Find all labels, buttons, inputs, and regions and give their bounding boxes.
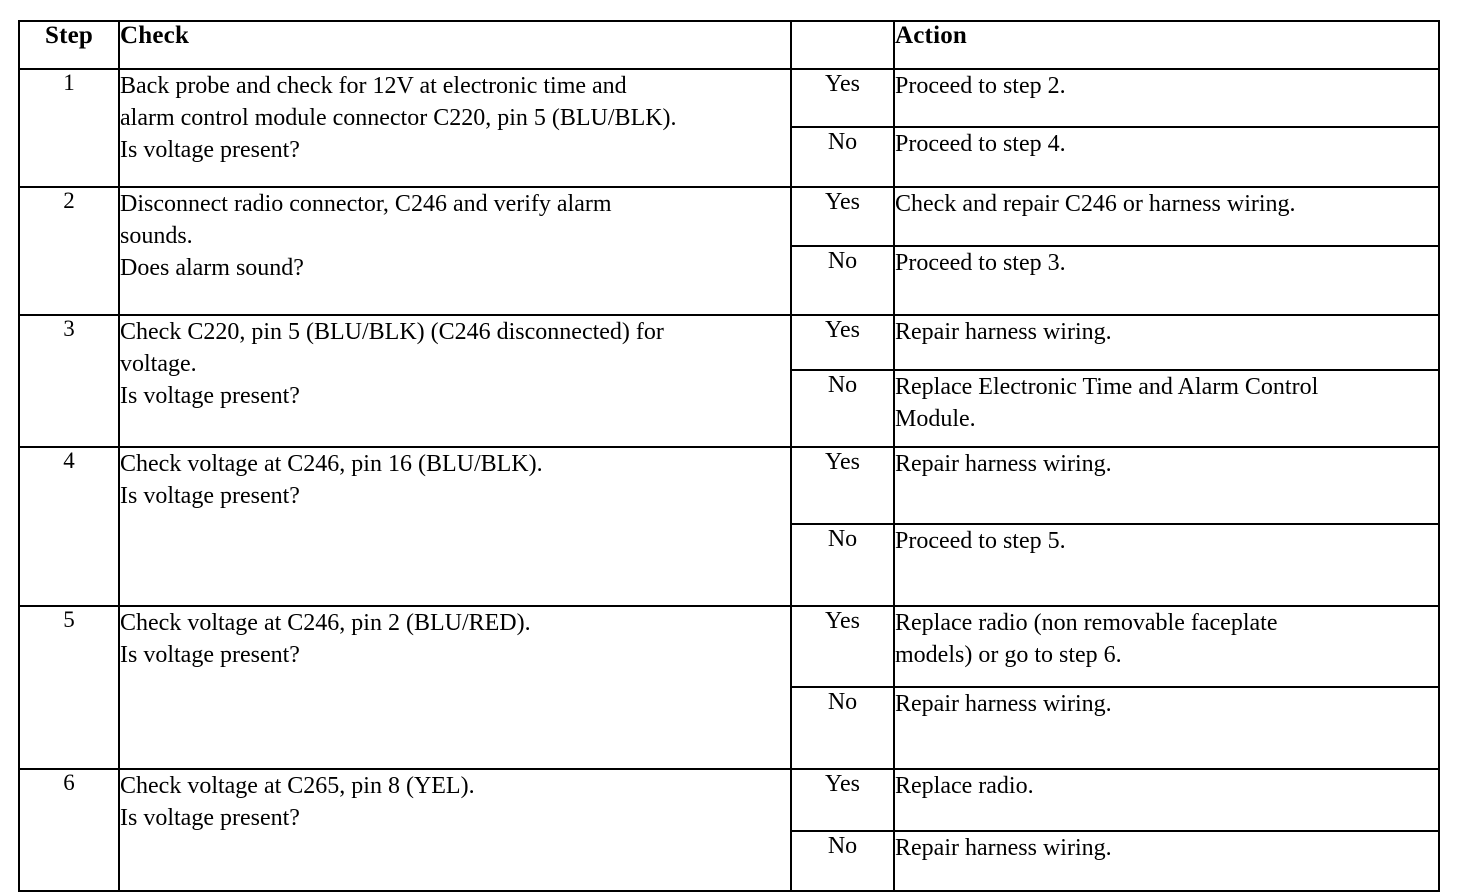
table-row: No Proceed to step 5. xyxy=(19,523,1440,607)
action-line: Module. xyxy=(895,406,976,432)
step-number: 3 xyxy=(18,314,120,448)
result-yes: Yes xyxy=(790,68,895,128)
check-line: voltage. xyxy=(120,351,197,377)
table-row: No Repair harness wiring. xyxy=(19,686,1440,770)
check-description: Check voltage at C265, pin 8 (YEL). Is v… xyxy=(118,768,792,892)
result-no: No xyxy=(790,523,895,607)
action-for-yes: Repair harness wiring. xyxy=(893,446,1440,525)
column-header-step: Step xyxy=(18,20,120,70)
check-description: Check C220, pin 5 (BLU/BLK) (C246 discon… xyxy=(118,314,792,448)
step-number: 2 xyxy=(18,186,120,316)
check-line: Is voltage present? xyxy=(120,805,300,831)
column-header-result xyxy=(790,20,895,70)
result-no: No xyxy=(790,369,895,448)
check-description: Disconnect radio connector, C246 and ver… xyxy=(118,186,792,316)
check-line: Is voltage present? xyxy=(120,137,300,163)
result-no: No xyxy=(790,830,895,892)
table-row: 2 Disconnect radio connector, C246 and v… xyxy=(18,186,1440,316)
step-number: 1 xyxy=(18,68,120,188)
action-for-yes: Replace radio (non removable faceplate m… xyxy=(893,605,1440,688)
table-row: No Replace Electronic Time and Alarm Con… xyxy=(19,369,1440,448)
check-line: Is voltage present? xyxy=(120,383,300,409)
action-for-yes: Repair harness wiring. xyxy=(893,314,1440,371)
column-header-action: Action xyxy=(893,20,1440,70)
action-for-yes: Check and repair C246 or harness wiring. xyxy=(893,186,1440,247)
action-for-no: Repair harness wiring. xyxy=(893,686,1440,770)
action-line: Proceed to step 3. xyxy=(895,250,1066,276)
check-line: Disconnect radio connector, C246 and ver… xyxy=(120,191,612,217)
step-number: 6 xyxy=(18,768,120,892)
action-line: Repair harness wiring. xyxy=(895,835,1112,861)
action-line: models) or go to step 6. xyxy=(895,642,1122,668)
result-no: No xyxy=(790,245,895,316)
step-number: 4 xyxy=(18,446,120,607)
action-line: Proceed to step 5. xyxy=(895,528,1066,554)
action-line: Repair harness wiring. xyxy=(895,319,1112,345)
result-yes: Yes xyxy=(790,446,895,525)
action-line: Proceed to step 4. xyxy=(895,131,1066,157)
table-header-row: Step Check Action xyxy=(18,20,1440,70)
action-for-no: Proceed to step 5. xyxy=(893,523,1440,607)
check-line: alarm control module connector C220, pin… xyxy=(120,105,677,131)
table-row: 6 Check voltage at C265, pin 8 (YEL). Is… xyxy=(18,768,1440,892)
action-line: Replace Electronic Time and Alarm Contro… xyxy=(895,374,1319,400)
action-for-yes: Replace radio. xyxy=(893,768,1440,832)
table-row: 5 Check voltage at C246, pin 2 (BLU/RED)… xyxy=(18,605,1440,770)
action-for-no: Replace Electronic Time and Alarm Contro… xyxy=(893,369,1440,448)
check-line: Is voltage present? xyxy=(120,642,300,668)
action-for-yes: Proceed to step 2. xyxy=(893,68,1440,128)
action-for-no: Repair harness wiring. xyxy=(893,830,1440,892)
table-row: 3 Check C220, pin 5 (BLU/BLK) (C246 disc… xyxy=(18,314,1440,448)
result-yes: Yes xyxy=(790,186,895,247)
check-line: Is voltage present? xyxy=(120,483,300,509)
check-line: Does alarm sound? xyxy=(120,255,304,281)
result-yes: Yes xyxy=(790,314,895,371)
result-no: No xyxy=(790,126,895,188)
action-for-no: Proceed to step 3. xyxy=(893,245,1440,316)
result-yes: Yes xyxy=(790,605,895,688)
check-line: Check voltage at C246, pin 16 (BLU/BLK). xyxy=(120,451,543,477)
action-line: Repair harness wiring. xyxy=(895,691,1112,717)
check-description: Check voltage at C246, pin 16 (BLU/BLK).… xyxy=(118,446,792,607)
check-line: sounds. xyxy=(120,223,193,249)
check-description: Check voltage at C246, pin 2 (BLU/RED). … xyxy=(118,605,792,770)
check-line: Check voltage at C265, pin 8 (YEL). xyxy=(120,773,475,799)
check-description: Back probe and check for 12V at electron… xyxy=(118,68,792,188)
column-header-check: Check xyxy=(118,20,792,70)
table-row: 1 Back probe and check for 12V at electr… xyxy=(18,68,1440,188)
result-no: No xyxy=(790,686,895,770)
result-yes: Yes xyxy=(790,768,895,832)
check-line: Back probe and check for 12V at electron… xyxy=(120,73,627,99)
check-line: Check C220, pin 5 (BLU/BLK) (C246 discon… xyxy=(120,319,664,345)
action-line: Check and repair C246 or harness wiring. xyxy=(895,191,1296,217)
table-row: No Proceed to step 4. xyxy=(19,126,1440,188)
check-line: Check voltage at C246, pin 2 (BLU/RED). xyxy=(120,610,531,636)
action-line: Proceed to step 2. xyxy=(895,73,1066,99)
step-number: 5 xyxy=(18,605,120,770)
action-line: Replace radio. xyxy=(895,773,1034,799)
diagnostic-table: Step Check Action 1 Back probe and check… xyxy=(18,20,1440,892)
action-for-no: Proceed to step 4. xyxy=(893,126,1440,188)
action-line: Replace radio (non removable faceplate xyxy=(895,610,1278,636)
table-row: 4 Check voltage at C246, pin 16 (BLU/BLK… xyxy=(18,446,1440,607)
action-line: Repair harness wiring. xyxy=(895,451,1112,477)
table-row: No Proceed to step 3. xyxy=(19,245,1440,316)
